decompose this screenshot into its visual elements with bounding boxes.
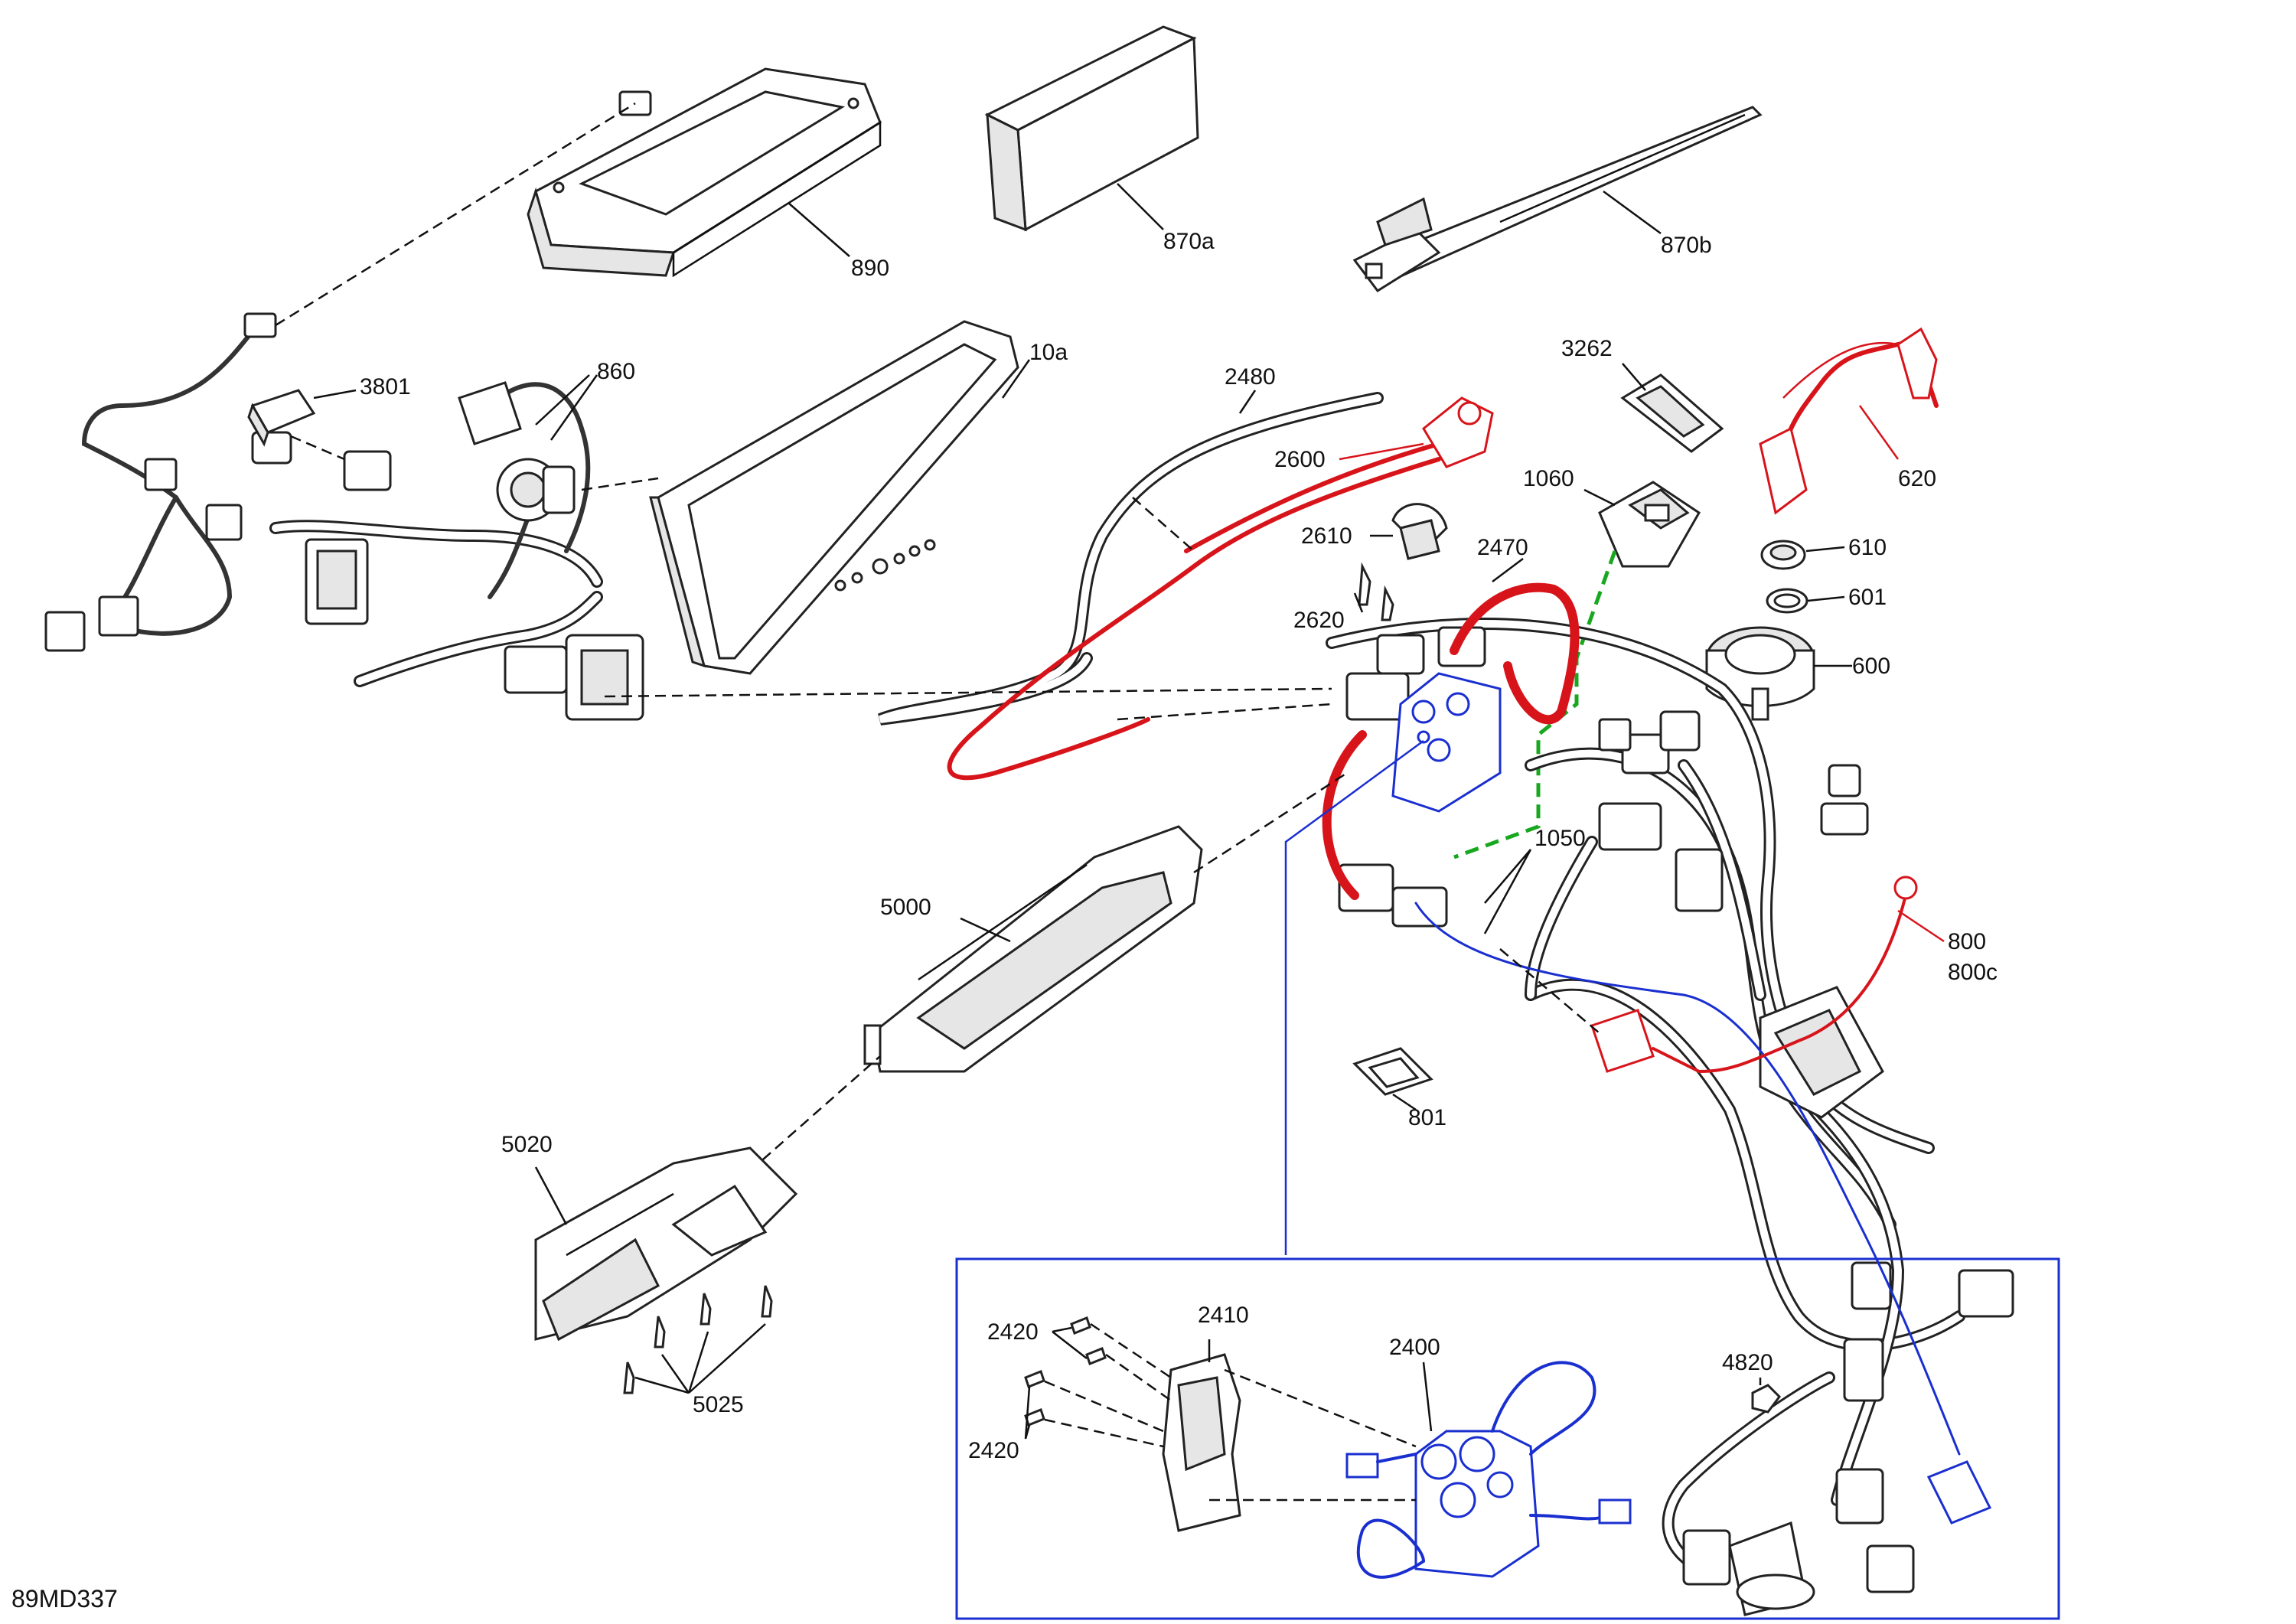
callout-860: 860 [597, 359, 635, 384]
main-harness-assembly[interactable] [1326, 618, 2014, 1616]
leader-601 [1807, 595, 1845, 602]
leader-1060 [1583, 488, 1616, 507]
leader-870a [1117, 183, 1164, 230]
callout-1060: 1060 [1523, 466, 1574, 491]
dash-5000-to-main [1193, 771, 1348, 874]
part-600-key-switch[interactable] [1705, 626, 1815, 721]
part-2400-switch-pack[interactable] [1345, 1361, 1632, 1579]
part-601-ring[interactable] [1766, 588, 1808, 614]
callout-801: 801 [1408, 1105, 1446, 1130]
leader-2420a [1052, 1326, 1088, 1359]
dash-890-harness [275, 102, 636, 327]
part-5000-console[interactable] [863, 825, 1203, 1073]
callout-2470: 2470 [1477, 535, 1528, 560]
dash-harness-to-main [604, 687, 1332, 698]
callout-600: 600 [1852, 654, 1890, 679]
part-2470-harness[interactable] [1322, 582, 1580, 900]
callout-5025: 5025 [693, 1392, 744, 1417]
dash-2600-to-main [1117, 703, 1332, 721]
part-3262-bezel[interactable] [1620, 373, 1724, 453]
callout-4820: 4820 [1722, 1350, 1773, 1375]
leader-610 [1805, 546, 1845, 553]
leader-2420b [1024, 1386, 1031, 1440]
part-5025-screws[interactable] [623, 1285, 773, 1394]
part-4820-nut[interactable] [1751, 1384, 1781, 1414]
part-801-gasket[interactable] [1352, 1047, 1433, 1096]
leader-801 [1392, 1093, 1417, 1111]
callout-3801: 3801 [360, 374, 411, 399]
leader-2470 [1492, 558, 1524, 582]
callout-870a: 870a [1163, 229, 1215, 254]
leader-10a [1001, 359, 1031, 399]
leader-800 [1897, 909, 1945, 943]
callout-2480: 2480 [1225, 364, 1276, 390]
part-890-tray[interactable] [527, 67, 882, 278]
detail-inset [955, 739, 2060, 1620]
dash-3801 [290, 435, 345, 461]
dash-2420b [1105, 1353, 1172, 1402]
dash-2480 [1132, 497, 1195, 552]
part-610-cap[interactable] [1760, 540, 1806, 570]
part-10a-display[interactable] [649, 320, 1019, 675]
leader-5025 [634, 1323, 766, 1394]
callout-610: 610 [1848, 535, 1887, 560]
part-2420-screws[interactable] [1024, 1316, 1107, 1427]
part-860-harness[interactable] [44, 90, 652, 721]
part-870a-foam[interactable] [984, 25, 1199, 232]
dash-800 [1499, 948, 1600, 1034]
callout-2620: 2620 [1293, 608, 1345, 633]
leader-2400 [1422, 1361, 1433, 1432]
part-1060-switch[interactable] [1598, 481, 1701, 568]
part-5020-console[interactable] [534, 1146, 798, 1342]
leader-5000 [960, 917, 1011, 943]
part-2400-switch-on-harness[interactable] [1391, 672, 1992, 1525]
leader-5020 [534, 1166, 568, 1225]
leader-890 [788, 202, 850, 257]
leader-3262 [1622, 363, 1646, 391]
callout-10a: 10a [1029, 340, 1068, 365]
leader-2480 [1238, 390, 1257, 414]
callout-5000: 5000 [880, 895, 931, 920]
part-3801-clip[interactable] [247, 389, 316, 447]
callout-601: 601 [1848, 585, 1887, 610]
callout-800c: 800c [1948, 960, 1998, 985]
dash-2420c [1044, 1380, 1164, 1433]
part-2410-cover[interactable] [1162, 1353, 1241, 1532]
diagram-code: 89MD337 [11, 1585, 118, 1613]
dash-860-display [581, 477, 659, 491]
callout-800: 800 [1948, 929, 1986, 954]
callout-2420a: 2420 [987, 1319, 1039, 1345]
part-2480-cable[interactable] [878, 392, 1384, 726]
callout-2410: 2410 [1198, 1303, 1249, 1328]
part-2600-cable[interactable] [947, 396, 1494, 781]
callout-1050: 1050 [1534, 826, 1586, 851]
callout-890: 890 [851, 256, 889, 281]
part-620-lanyard[interactable] [1759, 327, 1939, 515]
part-2620-screw[interactable] [1358, 562, 1394, 621]
callout-620: 620 [1898, 466, 1936, 491]
callout-2420b: 2420 [968, 1438, 1019, 1463]
part-870b-strap[interactable] [1352, 106, 1763, 293]
dash-2420d [1044, 1418, 1164, 1448]
leader-860b [535, 374, 590, 426]
leader-2620 [1353, 592, 1364, 613]
part-2610-bracket[interactable] [1391, 503, 1448, 560]
leader-860 [550, 374, 598, 441]
leader-620 [1858, 405, 1900, 460]
leader-3801 [313, 389, 357, 399]
leader-2600 [1339, 442, 1424, 461]
callout-5020: 5020 [501, 1132, 553, 1157]
part-800-cable[interactable] [1590, 876, 1918, 1073]
dash-2410-to-2400 [1224, 1368, 1417, 1448]
leader-870b [1603, 190, 1662, 235]
callout-2400: 2400 [1389, 1335, 1440, 1360]
callout-2600: 2600 [1274, 447, 1326, 472]
callout-3262: 3262 [1561, 336, 1613, 361]
dash-5020-to-5000 [749, 1055, 881, 1172]
callout-870b: 870b [1661, 233, 1712, 258]
leader-1050 [1483, 849, 1532, 934]
callout-2610: 2610 [1301, 523, 1352, 549]
